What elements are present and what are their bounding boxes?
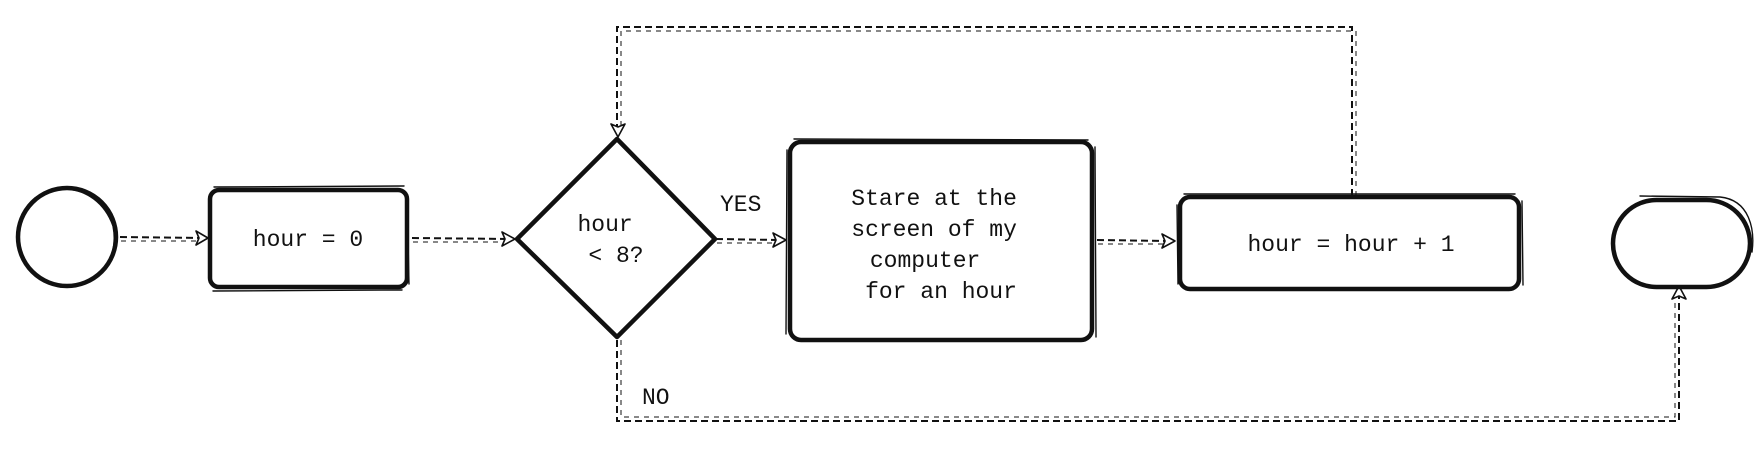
arrowhead-icon xyxy=(1161,233,1176,249)
stare-line-1: Stare at the xyxy=(851,186,1017,212)
decision-line-1: hour xyxy=(577,212,632,238)
decision-node: hour < 8? xyxy=(514,136,718,340)
stare-node: Stare at the screen of my computer for a… xyxy=(785,138,1097,343)
arrowhead-icon xyxy=(501,231,516,247)
increment-node: hour = hour + 1 xyxy=(1176,193,1524,292)
end-node xyxy=(1610,195,1754,290)
edge-label-no: NO xyxy=(642,385,670,411)
increment-node-label: hour = hour + 1 xyxy=(1247,232,1454,258)
stare-line-4: for an hour xyxy=(865,279,1017,305)
arrowhead-icon xyxy=(195,230,209,246)
stare-node-label: Stare at the screen of my computer for a… xyxy=(851,186,1030,305)
stare-line-3: computer xyxy=(870,248,980,274)
edge-decision-no xyxy=(616,285,1687,422)
start-node xyxy=(15,185,119,289)
decision-line-2: < 8? xyxy=(588,243,643,269)
init-node: hour = 0 xyxy=(207,185,410,292)
init-node-label: hour = 0 xyxy=(253,227,363,253)
edge-label-yes: YES xyxy=(720,192,761,218)
stare-line-2: screen of my xyxy=(851,217,1017,243)
arrowhead-icon xyxy=(610,123,626,138)
edge-increment-loop xyxy=(610,26,1357,196)
edge-stare-to-increment xyxy=(1096,233,1176,249)
edge-init-to-decision xyxy=(411,231,516,247)
arrowhead-icon xyxy=(1671,285,1687,300)
arrowhead-icon xyxy=(772,232,787,248)
edge-decision-yes xyxy=(715,232,787,248)
decision-node-label: hour < 8? xyxy=(577,212,646,269)
edge-start-to-init xyxy=(119,230,209,246)
